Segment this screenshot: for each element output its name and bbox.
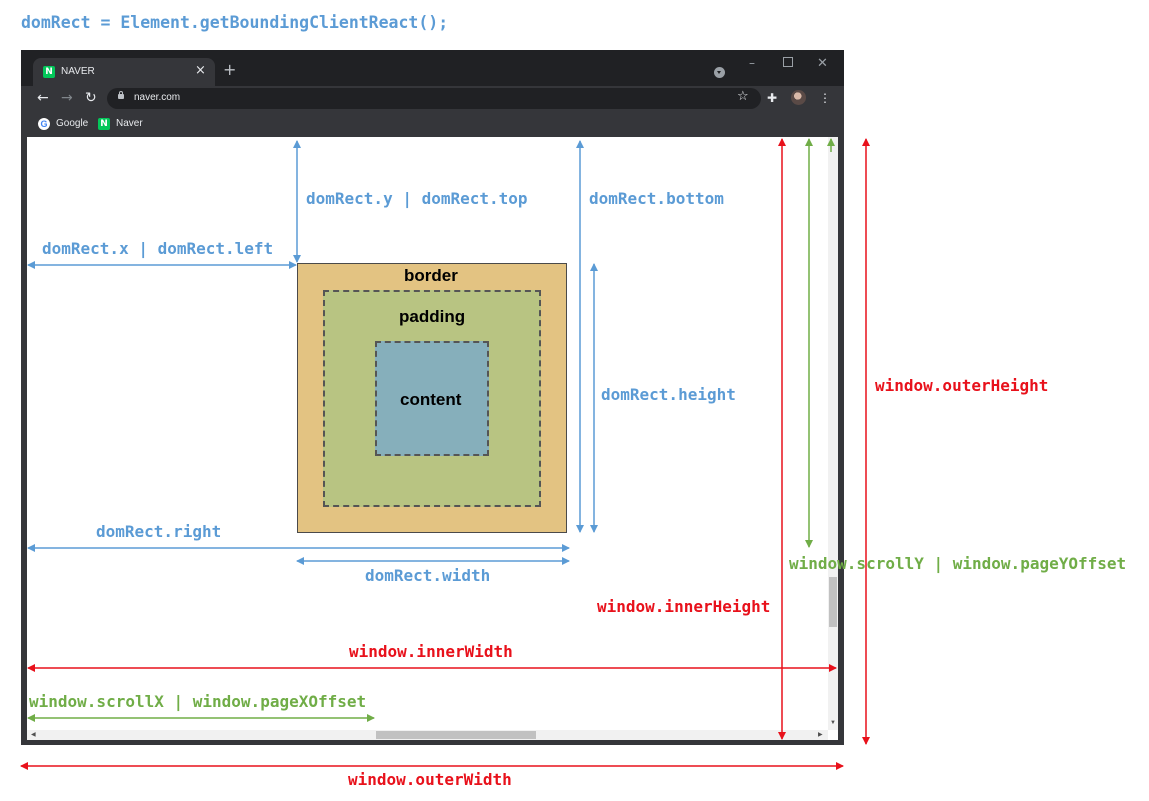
reload-icon[interactable]: ↻: [85, 90, 97, 106]
bookmarks-bar: G Google N Naver: [21, 112, 844, 136]
minimize-icon[interactable]: –: [749, 56, 755, 70]
scroll-right-icon[interactable]: ▶: [818, 732, 823, 738]
vertical-scrollbar[interactable]: ▼: [828, 137, 838, 730]
avatar[interactable]: [791, 90, 806, 105]
tab-naver[interactable]: N NAVER ×: [33, 58, 215, 86]
menu-icon[interactable]: ⋮: [819, 91, 831, 105]
inner-height-label: window.innerHeight: [597, 597, 771, 616]
content-label: content: [400, 390, 462, 409]
extensions-icon[interactable]: ✚: [767, 91, 778, 105]
scroll-down-icon[interactable]: ▼: [830, 720, 836, 726]
bookmark-google[interactable]: Google: [56, 118, 89, 129]
horizontal-scroll-thumb[interactable]: [376, 731, 536, 739]
outer-width-label: window.outerWidth: [348, 770, 512, 789]
scroll-y-label: window.scrollY | window.pageYOffset: [789, 554, 1127, 573]
dom-right-label: domRect.right: [96, 522, 222, 541]
forward-icon[interactable]: →: [61, 90, 73, 106]
naver-icon: N: [98, 118, 110, 130]
vertical-scroll-thumb[interactable]: [829, 577, 837, 627]
dom-bottom-label: domRect.bottom: [589, 189, 724, 208]
bookmark-star-icon[interactable]: ☆: [737, 89, 749, 104]
maximize-icon[interactable]: [783, 57, 793, 67]
scroll-x-label: window.scrollX | window.pageXOffset: [29, 692, 367, 711]
new-tab-icon[interactable]: +: [223, 60, 237, 79]
border-label: border: [404, 266, 458, 285]
tab-strip: N NAVER × + – ✕: [21, 50, 844, 86]
outer-height-label: window.outerHeight: [875, 376, 1049, 395]
dom-x-left-label: domRect.x | domRect.left: [42, 239, 274, 258]
toolbar: ← → ↻ naver.com ☆ ✚ ⋮: [21, 86, 844, 112]
code-header: domRect = Element.getBoundingClientReact…: [21, 13, 449, 32]
bookmark-naver[interactable]: Naver: [116, 118, 143, 129]
content-box: [375, 341, 489, 456]
inner-width-label: window.innerWidth: [349, 642, 513, 661]
google-icon: G: [38, 118, 50, 130]
dom-height-label: domRect.height: [601, 385, 736, 404]
close-window-icon[interactable]: ✕: [817, 56, 828, 71]
scroll-left-icon[interactable]: ◀: [31, 732, 36, 738]
horizontal-scrollbar[interactable]: ◀ ▶: [27, 730, 828, 740]
back-icon[interactable]: ←: [37, 90, 49, 106]
dom-width-label: domRect.width: [365, 566, 491, 585]
address-bar[interactable]: naver.com ☆: [107, 88, 761, 109]
naver-favicon-icon: N: [43, 66, 55, 78]
url-text: naver.com: [134, 92, 181, 103]
lock-icon: [118, 91, 124, 99]
tab-search-icon[interactable]: [714, 67, 725, 78]
padding-label: padding: [399, 307, 466, 326]
tab-title: NAVER: [61, 66, 95, 77]
tab-close-icon[interactable]: ×: [195, 63, 206, 78]
dom-y-top-label: domRect.y | domRect.top: [306, 189, 528, 208]
